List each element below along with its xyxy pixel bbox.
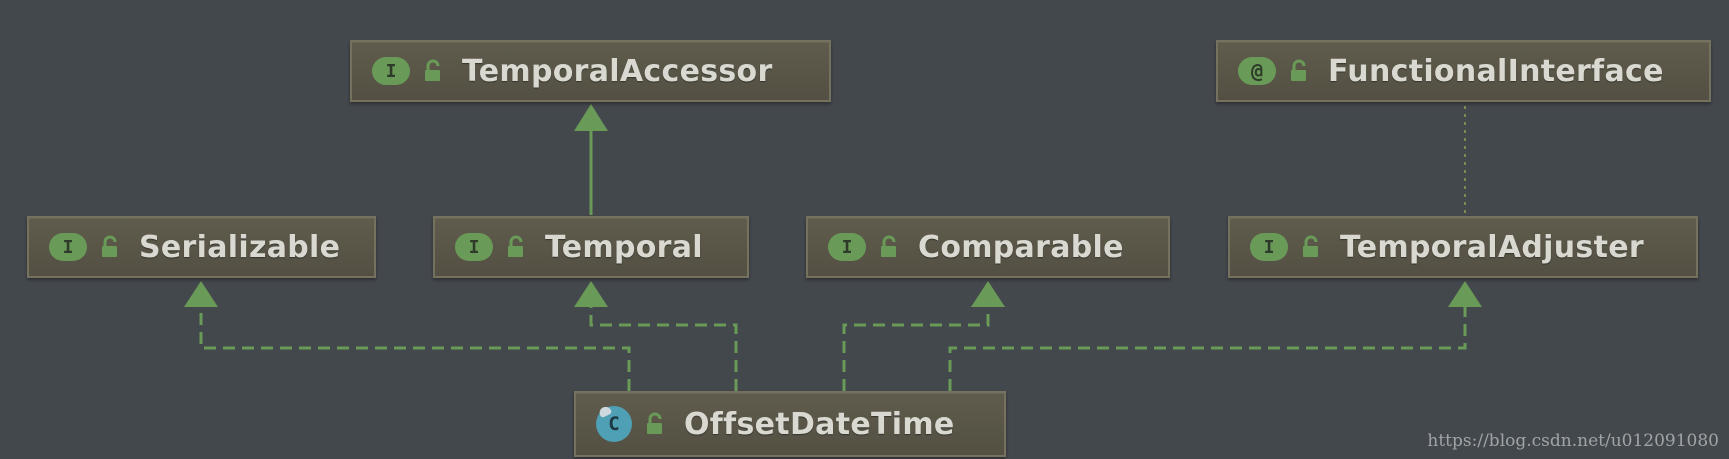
- node-temporal-adjuster[interactable]: I TemporalAdjuster: [1228, 216, 1698, 278]
- unlocked-icon: [425, 59, 440, 81]
- node-functional-interface[interactable]: @ FunctionalInterface: [1216, 40, 1711, 102]
- interface-icon: I: [49, 233, 87, 261]
- node-label: Serializable: [139, 229, 341, 265]
- node-comparable[interactable]: I Comparable: [806, 216, 1170, 278]
- watermark: https://blog.csdn.net/u012091080: [1427, 431, 1719, 451]
- node-label: FunctionalInterface: [1328, 53, 1664, 89]
- node-label: TemporalAdjuster: [1340, 229, 1644, 265]
- node-temporal[interactable]: I Temporal: [433, 216, 749, 278]
- unlocked-icon: [102, 235, 117, 257]
- arrowhead-temporal-adjuster: [1448, 281, 1482, 307]
- node-temporal-accessor[interactable]: I TemporalAccessor: [350, 40, 831, 102]
- unlocked-icon: [508, 235, 523, 257]
- node-label: OffsetDateTime: [684, 406, 955, 442]
- unlocked-icon: [1291, 59, 1306, 81]
- edge-offset-date-time-to-temporal-adjuster: [948, 305, 1467, 391]
- class-icon: C: [596, 406, 632, 442]
- node-offset-date-time[interactable]: C OffsetDateTime: [574, 391, 1006, 457]
- node-label: TemporalAccessor: [462, 53, 773, 89]
- interface-icon: I: [828, 233, 866, 261]
- interface-icon: I: [455, 233, 493, 261]
- interface-icon: I: [372, 57, 410, 85]
- node-label: Comparable: [918, 229, 1124, 265]
- arrowhead-serializable: [184, 281, 218, 307]
- edge-offset-date-time-to-serializable: [199, 305, 631, 391]
- arrowhead-comparable: [971, 281, 1005, 307]
- arrowhead-temporal-accessor: [574, 104, 608, 131]
- interface-icon: I: [1250, 233, 1288, 261]
- unlocked-icon: [1303, 235, 1318, 257]
- arrowhead-temporal: [574, 281, 608, 307]
- annotation-icon: @: [1238, 57, 1276, 85]
- node-label: Temporal: [545, 229, 703, 265]
- unlocked-icon: [881, 235, 896, 257]
- edge-offset-date-time-to-comparable: [842, 305, 990, 391]
- edge-offset-date-time-to-temporal: [589, 305, 738, 391]
- node-serializable[interactable]: I Serializable: [27, 216, 376, 278]
- unlocked-icon: [647, 412, 662, 434]
